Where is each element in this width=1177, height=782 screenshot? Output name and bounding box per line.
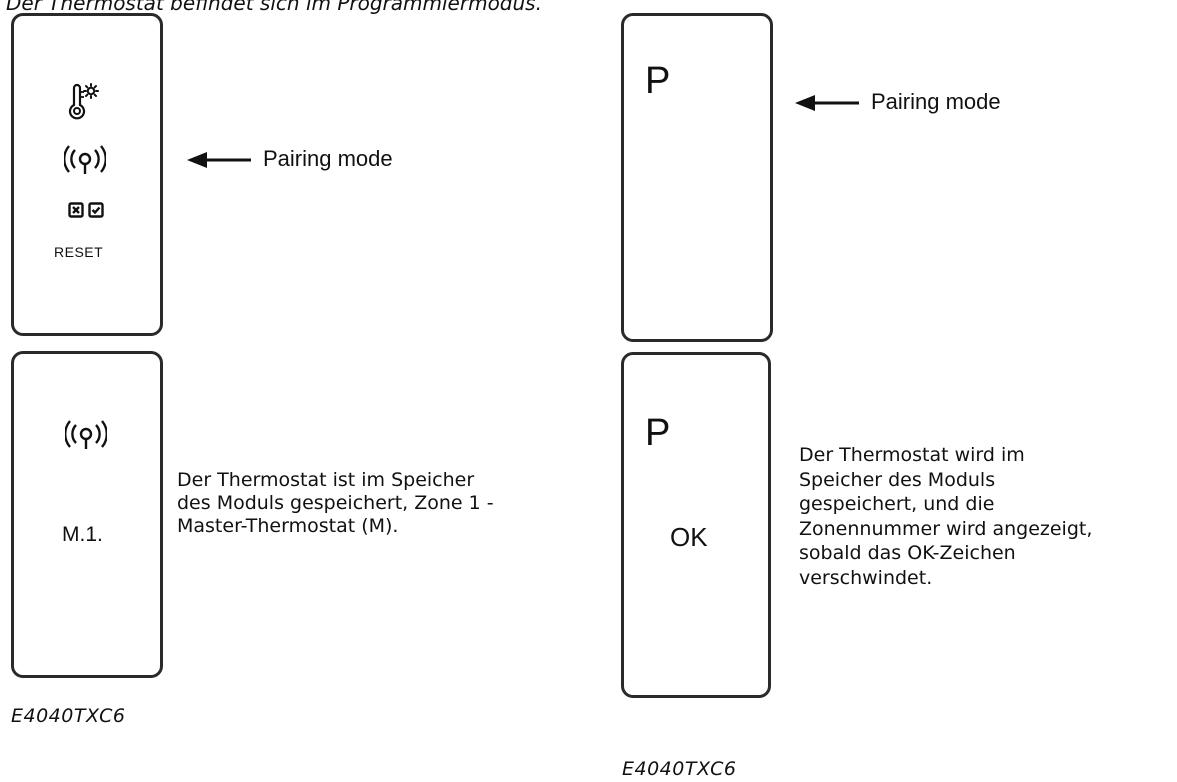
model-label: E4040TXC6: [622, 758, 737, 780]
thermometer-settings-icon: [68, 83, 99, 120]
display-panel-pairing: RESET: [11, 13, 163, 336]
display-panel-ok: P OK: [621, 352, 771, 698]
model-label: E4040TXC6: [11, 705, 126, 727]
program-letter: P: [645, 60, 671, 102]
description-stored: Der Thermostat wird im Speicher des Modu…: [799, 444, 1093, 589]
pairing-mode-label: Pairing mode: [263, 146, 393, 171]
display-panel-pairing-p: P: [621, 13, 773, 342]
program-letter: P: [645, 412, 671, 454]
zone-code: M.1.: [62, 523, 103, 546]
reset-label: RESET: [54, 244, 104, 260]
confirm-box-icon: [88, 202, 104, 218]
page-caption: Der Thermostat befindet sich im Programm…: [6, 0, 542, 15]
arrow-left-icon: [795, 95, 859, 111]
cancel-box-icon: [68, 202, 84, 218]
display-panel-stored: M.1.: [11, 351, 163, 678]
ok-sign: OK: [670, 522, 708, 552]
description-master: Der Thermostat ist im Speicher des Modul…: [177, 469, 494, 537]
wireless-signal-icon: [64, 145, 106, 174]
wireless-signal-icon: [65, 420, 107, 449]
arrow-left-icon: [187, 152, 251, 168]
pairing-mode-label: Pairing mode: [871, 89, 1001, 114]
